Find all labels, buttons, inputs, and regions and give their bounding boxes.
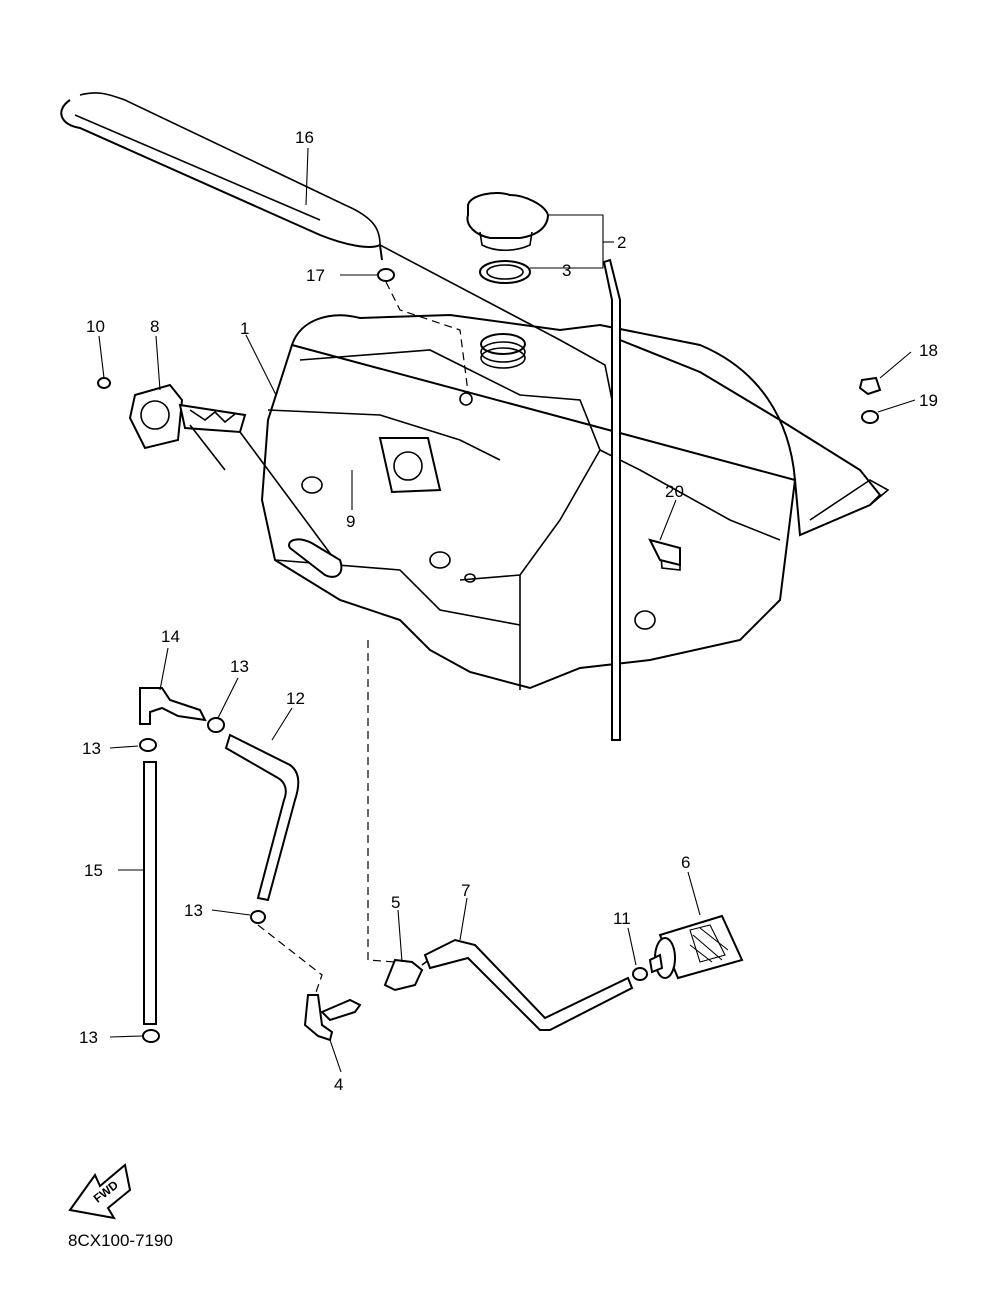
- clip-part-13d[interactable]: [142, 1029, 160, 1043]
- fuel-sender-unit[interactable]: [178, 403, 343, 578]
- callout-6: 6: [681, 853, 690, 872]
- callout-4: 4: [334, 1075, 343, 1094]
- callout-13-left: 13: [82, 739, 101, 758]
- callout-13-upper: 13: [230, 657, 249, 676]
- callout-12: 12: [286, 689, 305, 708]
- nut-part-18[interactable]: [858, 376, 882, 396]
- washer-part-19[interactable]: [861, 410, 879, 424]
- clip-part-13b[interactable]: [139, 738, 157, 752]
- callout-14: 14: [161, 627, 180, 646]
- callout-2: 2: [617, 233, 626, 252]
- callout-15: 15: [84, 861, 103, 880]
- clip-part-11[interactable]: [632, 967, 648, 981]
- callout-3: 3: [562, 261, 571, 280]
- callout-1: 1: [240, 319, 249, 338]
- screw-part-10[interactable]: [97, 377, 111, 389]
- fuel-cock-part-14[interactable]: [139, 687, 207, 725]
- forward-arrow-icon: FWD: [68, 1163, 132, 1220]
- fuel-filter-part-6[interactable]: [648, 914, 744, 980]
- clip-part-13a[interactable]: [207, 717, 225, 733]
- callout-11: 11: [613, 909, 631, 928]
- vent-tube[interactable]: [379, 244, 621, 741]
- hose-part-15[interactable]: [143, 761, 157, 1025]
- gasket-part-3[interactable]: [479, 260, 531, 284]
- hose-part-12[interactable]: [224, 733, 300, 902]
- callout-9: 9: [346, 512, 355, 531]
- callout-16: 16: [295, 128, 314, 147]
- fitting-part-5[interactable]: [367, 640, 446, 992]
- callout-13-lower: 13: [79, 1028, 98, 1047]
- callout-19: 19: [919, 391, 938, 410]
- hose-part-7[interactable]: [423, 938, 634, 1031]
- callout-10: 10: [86, 317, 105, 336]
- callout-5: 5: [391, 893, 400, 912]
- callout-8: 8: [150, 317, 159, 336]
- leader-lines: [98, 147, 916, 1073]
- callout-17: 17: [306, 266, 325, 285]
- callout-20: 20: [665, 482, 684, 501]
- fuel-tank-part-1[interactable]: [260, 313, 890, 690]
- filler-cap-part-2[interactable]: [466, 192, 550, 252]
- callout-13-mid: 13: [184, 901, 203, 920]
- callout-7: 7: [461, 881, 470, 900]
- clip-part-13c[interactable]: [250, 910, 266, 924]
- callout-labels: 1 2 3 4 5 6 7 8 9 10 11 12 13 13 13 13 1…: [79, 128, 938, 1094]
- bracket-part-20[interactable]: [648, 538, 681, 567]
- fuel-sender-gasket-part-8[interactable]: [128, 383, 184, 450]
- callout-18: 18: [919, 341, 938, 360]
- drawing-code: 8CX100-7190: [68, 1231, 173, 1250]
- breather-hose-part-16[interactable]: [60, 92, 383, 261]
- fitting-part-4[interactable]: [257, 924, 362, 1042]
